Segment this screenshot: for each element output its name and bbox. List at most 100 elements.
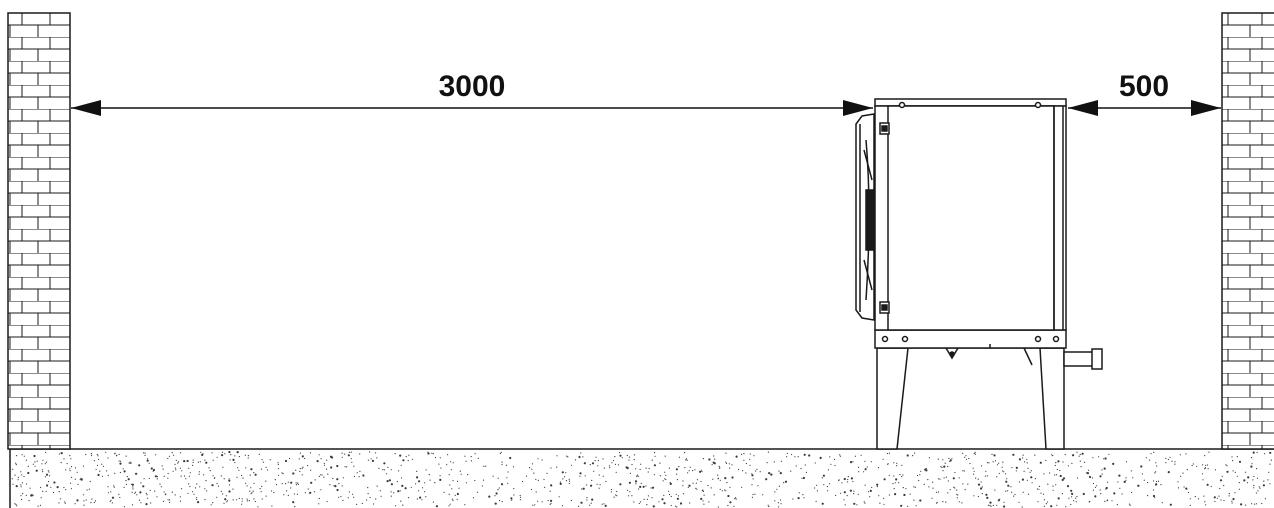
gravel-dot [12, 483, 14, 485]
gravel-dot [201, 453, 204, 456]
gravel-dot [854, 455, 857, 457]
gravel-dot [398, 470, 400, 472]
gravel-dot [17, 479, 19, 481]
gravel-dot [46, 484, 49, 487]
gravel-dot [689, 466, 691, 468]
gravel-dot [694, 469, 696, 471]
gravel-dot [1001, 466, 1003, 468]
gravel-dot [69, 470, 71, 472]
gravel-dot [353, 465, 355, 467]
gravel-dot [902, 474, 904, 476]
gravel-dot [336, 488, 339, 492]
gravel-dot [688, 470, 690, 472]
gravel-dot [1078, 455, 1080, 457]
gravel-dot [1011, 491, 1013, 493]
gravel-dot [125, 480, 127, 482]
gravel-dot [695, 482, 698, 484]
gravel-dot [1250, 465, 1253, 468]
gravel-dot [530, 488, 533, 491]
gravel-dot [494, 495, 496, 497]
gravel-dot [535, 491, 537, 493]
gravel-dot [20, 495, 22, 497]
gravel-dot [734, 498, 736, 500]
gravel-dot [724, 489, 726, 491]
gravel-dot [958, 501, 960, 503]
gravel-dot [507, 471, 509, 473]
gravel-dot [647, 471, 649, 473]
gravel-dot [147, 497, 149, 499]
gravel-dot [846, 495, 848, 497]
gravel-dot [506, 477, 508, 479]
gravel-dot [935, 491, 938, 493]
gravel-dot [116, 454, 118, 456]
gravel-dot [85, 499, 87, 501]
gravel-dot [194, 487, 197, 489]
gravel-dot [58, 502, 60, 504]
gravel-dot [590, 502, 592, 504]
gravel-dot [1155, 483, 1158, 486]
gravel-dot [631, 464, 633, 466]
gravel-dot [631, 495, 633, 497]
gravel-dot [1047, 501, 1049, 503]
gravel-dot [297, 482, 299, 484]
gravel-dot [1232, 470, 1234, 472]
gravel-dot [1075, 501, 1077, 503]
gravel-dot [1140, 465, 1143, 468]
gravel-dot [923, 483, 925, 485]
gravel-dot [1252, 479, 1254, 481]
gravel-dot [348, 491, 350, 493]
gravel-dot [1052, 485, 1054, 487]
gravel-dot [725, 461, 727, 463]
gravel-dot [864, 460, 866, 462]
gravel-dot [131, 504, 134, 506]
gravel-dot [1205, 464, 1207, 466]
gravel-dot [42, 459, 44, 461]
gravel-dot [1027, 467, 1029, 469]
gravel-dot [895, 478, 898, 481]
gravel-dot [856, 504, 858, 506]
gravel-dot [127, 478, 130, 481]
gravel-dot [871, 486, 873, 489]
gravel-dot [513, 487, 515, 490]
gravel-dot [652, 506, 655, 508]
gravel-dot [1156, 480, 1158, 483]
gravel-dot [140, 502, 142, 504]
gravel-dot [371, 459, 374, 462]
gravel-dot [816, 490, 819, 492]
gravel-dot [1094, 495, 1097, 498]
gravel-dot [1005, 490, 1007, 492]
gravel-dot [15, 462, 17, 464]
gravel-dot [1255, 503, 1258, 505]
gravel-dot [663, 502, 666, 505]
gravel-dot [274, 479, 276, 481]
gravel-dot [22, 493, 24, 495]
gravel-dot [314, 479, 316, 481]
gravel-dot [582, 456, 584, 458]
gravel-dot [74, 478, 76, 480]
gravel-dot [901, 476, 903, 478]
gravel-dot [1071, 496, 1073, 498]
gravel-dot [456, 492, 459, 496]
gravel-dot [684, 467, 686, 469]
gravel-dot [290, 481, 293, 484]
gravel-dot [550, 484, 553, 487]
gravel-dot [678, 456, 681, 458]
gravel-dot [91, 498, 93, 500]
gravel-dot [58, 491, 60, 493]
gravel-dot [77, 483, 79, 485]
gravel-dot [1246, 482, 1249, 484]
gravel-dot [1105, 488, 1107, 490]
gravel-dot [142, 485, 145, 488]
gravel-dot [439, 478, 442, 481]
gravel-dot [591, 462, 595, 465]
gravel-dot [1076, 495, 1078, 498]
gravel-dot [932, 481, 934, 483]
gravel-dot [853, 490, 855, 492]
gravel-dot [664, 471, 666, 473]
gravel-dot [419, 496, 422, 499]
gravel-dot [1070, 489, 1073, 492]
gravel-dot [265, 495, 267, 497]
gravel-dot [636, 475, 638, 477]
gravel-dot [635, 468, 637, 470]
